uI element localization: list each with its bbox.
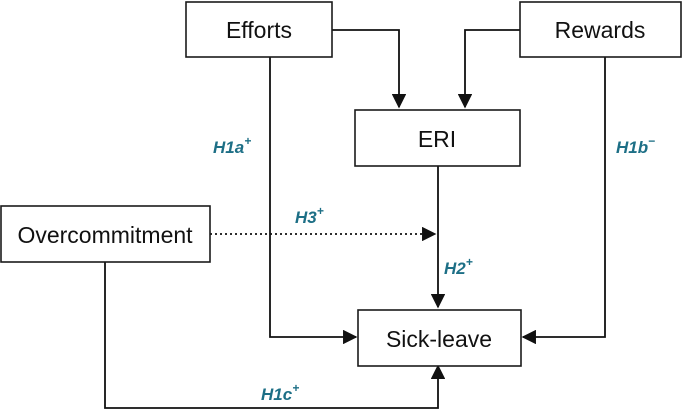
node-rewards: Rewards <box>519 1 682 58</box>
node-efforts: Efforts <box>185 1 333 58</box>
edge-efforts-to-eri <box>332 29 407 109</box>
hypothesis-label-h1a: H1a+ <box>213 134 251 157</box>
node-sick-leave: Sick-leave <box>357 309 522 367</box>
edge-rewards-to-sick-leave <box>521 57 606 345</box>
edge-overcommitment-to-sick-leave <box>104 262 446 409</box>
node-sick-leave-label: Sick-leave <box>386 326 492 352</box>
node-eri-label: ERI <box>418 126 456 152</box>
edge-rewards-to-eri <box>457 29 520 109</box>
node-overcommitment: Overcommitment <box>0 205 211 263</box>
edge-efforts-to-sick-leave <box>269 57 358 345</box>
node-efforts-label: Efforts <box>226 17 292 43</box>
hypothesis-label-h2: H2+ <box>444 255 473 278</box>
hypothesis-label-h3: H3+ <box>295 204 324 227</box>
node-rewards-label: Rewards <box>555 17 646 43</box>
hypothesis-label-h1b: H1b− <box>616 134 655 157</box>
node-eri: ERI <box>354 109 521 167</box>
hypothesis-label-h1c: H1c+ <box>261 381 299 404</box>
node-overcommitment-label: Overcommitment <box>17 222 193 248</box>
